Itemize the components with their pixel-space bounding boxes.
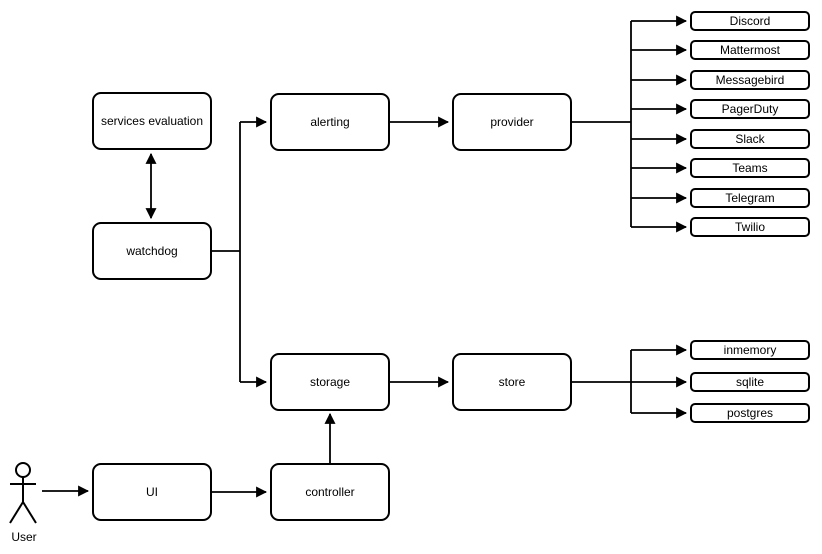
node-services-evaluation[interactable]: services evaluation bbox=[92, 92, 212, 150]
node-label: store bbox=[498, 374, 526, 389]
node-ui[interactable]: UI bbox=[92, 463, 212, 521]
node-provider-twilio[interactable]: Twilio bbox=[690, 217, 810, 237]
node-label: watchdog bbox=[126, 243, 178, 258]
node-store-postgres[interactable]: postgres bbox=[690, 403, 810, 423]
node-label: services evaluation bbox=[100, 113, 204, 128]
node-label: Telegram bbox=[725, 190, 775, 205]
node-label: Mattermost bbox=[719, 42, 780, 57]
node-label: inmemory bbox=[723, 342, 777, 357]
node-label: sqlite bbox=[735, 374, 764, 389]
node-provider-telegram[interactable]: Telegram bbox=[690, 188, 810, 208]
node-alerting[interactable]: alerting bbox=[270, 93, 390, 151]
node-provider-mattermost[interactable]: Mattermost bbox=[690, 40, 810, 60]
node-label: controller bbox=[305, 484, 355, 499]
node-controller[interactable]: controller bbox=[270, 463, 390, 521]
node-label: Teams bbox=[732, 160, 768, 175]
node-label: provider bbox=[490, 114, 534, 129]
node-label: Discord bbox=[729, 13, 771, 28]
node-provider-messagebird[interactable]: Messagebird bbox=[690, 70, 810, 90]
node-provider[interactable]: provider bbox=[452, 93, 572, 151]
node-label: Messagebird bbox=[715, 72, 785, 87]
node-watchdog[interactable]: watchdog bbox=[92, 222, 212, 280]
node-storage[interactable]: storage bbox=[270, 353, 390, 411]
user-actor-label: User bbox=[11, 530, 37, 544]
node-label: UI bbox=[146, 484, 158, 499]
node-store[interactable]: store bbox=[452, 353, 572, 411]
node-provider-teams[interactable]: Teams bbox=[690, 158, 810, 178]
node-provider-pagerduty[interactable]: PagerDuty bbox=[690, 99, 810, 119]
node-store-inmemory[interactable]: inmemory bbox=[690, 340, 810, 360]
user-actor-icon[interactable] bbox=[9, 462, 37, 524]
node-label: PagerDuty bbox=[721, 101, 779, 116]
node-store-sqlite[interactable]: sqlite bbox=[690, 372, 810, 392]
node-provider-slack[interactable]: Slack bbox=[690, 129, 810, 149]
node-label: alerting bbox=[310, 114, 350, 129]
node-label: Twilio bbox=[734, 219, 765, 234]
node-label: storage bbox=[309, 374, 351, 389]
node-label: Slack bbox=[735, 131, 765, 146]
node-label: postgres bbox=[726, 405, 774, 420]
node-provider-discord[interactable]: Discord bbox=[690, 11, 810, 31]
